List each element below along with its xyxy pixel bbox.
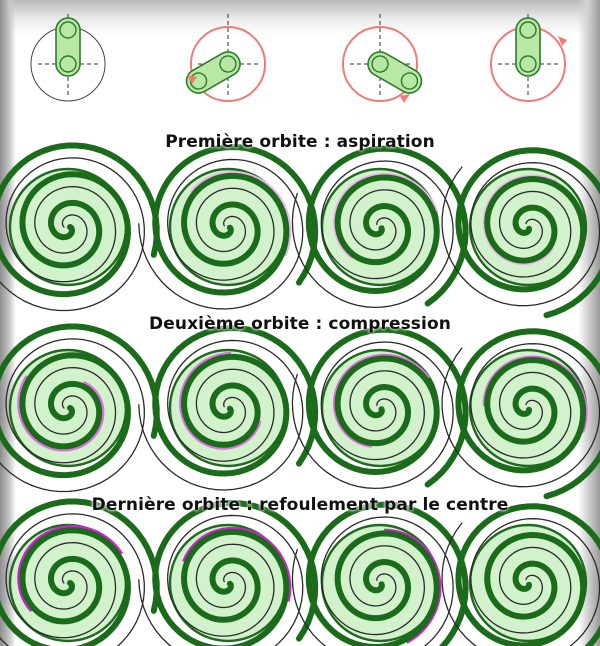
fixed-scroll: [291, 341, 454, 490]
scroll-disc-aspiration-3: [291, 145, 469, 309]
fixed-scroll: [138, 158, 304, 310]
fixed-scroll: [138, 514, 304, 646]
rotation-arrowhead: [400, 94, 410, 103]
scroll-disc-aspiration-2: [138, 144, 319, 310]
title-compression: Deuxième orbite : compression: [149, 314, 451, 334]
rotation-arrowhead: [558, 36, 567, 46]
orbiting-scroll: [0, 142, 160, 298]
fixed-scroll: [0, 157, 145, 312]
crank-arm: [367, 51, 423, 94]
fixed-scroll: [441, 518, 600, 646]
scroll-disc-refoulement-4: [441, 503, 600, 646]
gas-pocket: [332, 172, 439, 260]
crank-link: [515, 17, 541, 77]
crank-pin: [59, 21, 77, 39]
scroll-disc-compression-4: [441, 328, 600, 500]
crank-link: [55, 17, 81, 77]
crank-link: [367, 51, 423, 94]
orbiting-scroll: [152, 500, 319, 646]
scroll-disc-refoulement-2: [138, 500, 319, 646]
crank-diagram-1: [30, 14, 106, 102]
scroll-disc-compression-3: [291, 326, 469, 490]
scroll-disc-refoulement-3: [291, 501, 469, 646]
crank-pivot: [59, 55, 77, 73]
orbiting-scroll: [305, 145, 469, 307]
crank-pin: [189, 72, 208, 90]
crank-pin: [519, 21, 537, 39]
orbiting-scroll: [152, 325, 319, 477]
orbiting-scroll: [0, 323, 160, 479]
crank-arm: [55, 17, 81, 77]
crank-pivot: [371, 55, 389, 73]
crank-diagram-2: [185, 14, 266, 102]
crank-pin: [400, 72, 419, 90]
crank-arm: [515, 17, 541, 77]
crank-pivot: [519, 55, 537, 73]
title-aspiration: Première orbite : aspiration: [165, 132, 435, 152]
orbiting-scroll: [455, 328, 600, 500]
scroll-disc-compression-1: [0, 323, 160, 493]
orbiting-scroll: [305, 326, 469, 488]
orbiting-scroll: [455, 147, 600, 319]
orbit-arrow-circle: [342, 26, 418, 102]
crank-diagram-4: [490, 14, 567, 102]
rotation-arrowhead: [187, 75, 197, 84]
fixed-scroll: [0, 338, 145, 493]
top-gradient: [0, 0, 600, 160]
scroll-disc-aspiration-4: [441, 147, 600, 319]
orbiting-scroll: [305, 501, 469, 646]
crank-arm: [185, 51, 241, 94]
scroll-disc-refoulement-1: [0, 498, 160, 646]
crank-diagram-3: [342, 14, 423, 103]
crank-link: [185, 51, 241, 94]
left-frame-shadow: [0, 0, 16, 646]
orbiting-scroll: [0, 498, 160, 646]
fixed-scroll: [291, 516, 454, 646]
right-frame-shadow: [578, 0, 600, 646]
fixed-scroll: [138, 339, 304, 491]
crank-pivot: [219, 55, 237, 73]
fixed-scroll: [441, 162, 600, 307]
orbiting-scroll: [455, 503, 600, 646]
fixed-scroll: [441, 343, 600, 488]
orbiting-scroll: [152, 144, 319, 296]
fixed-scroll: [0, 513, 145, 646]
scroll-disc-compression-2: [138, 325, 319, 491]
orbit-arrow-circle: [190, 26, 266, 102]
title-refoulement: Dernière orbite : refoulement par le cen…: [91, 495, 509, 515]
scroll-disc-aspiration-1: [0, 142, 160, 312]
fixed-scroll: [291, 160, 454, 309]
